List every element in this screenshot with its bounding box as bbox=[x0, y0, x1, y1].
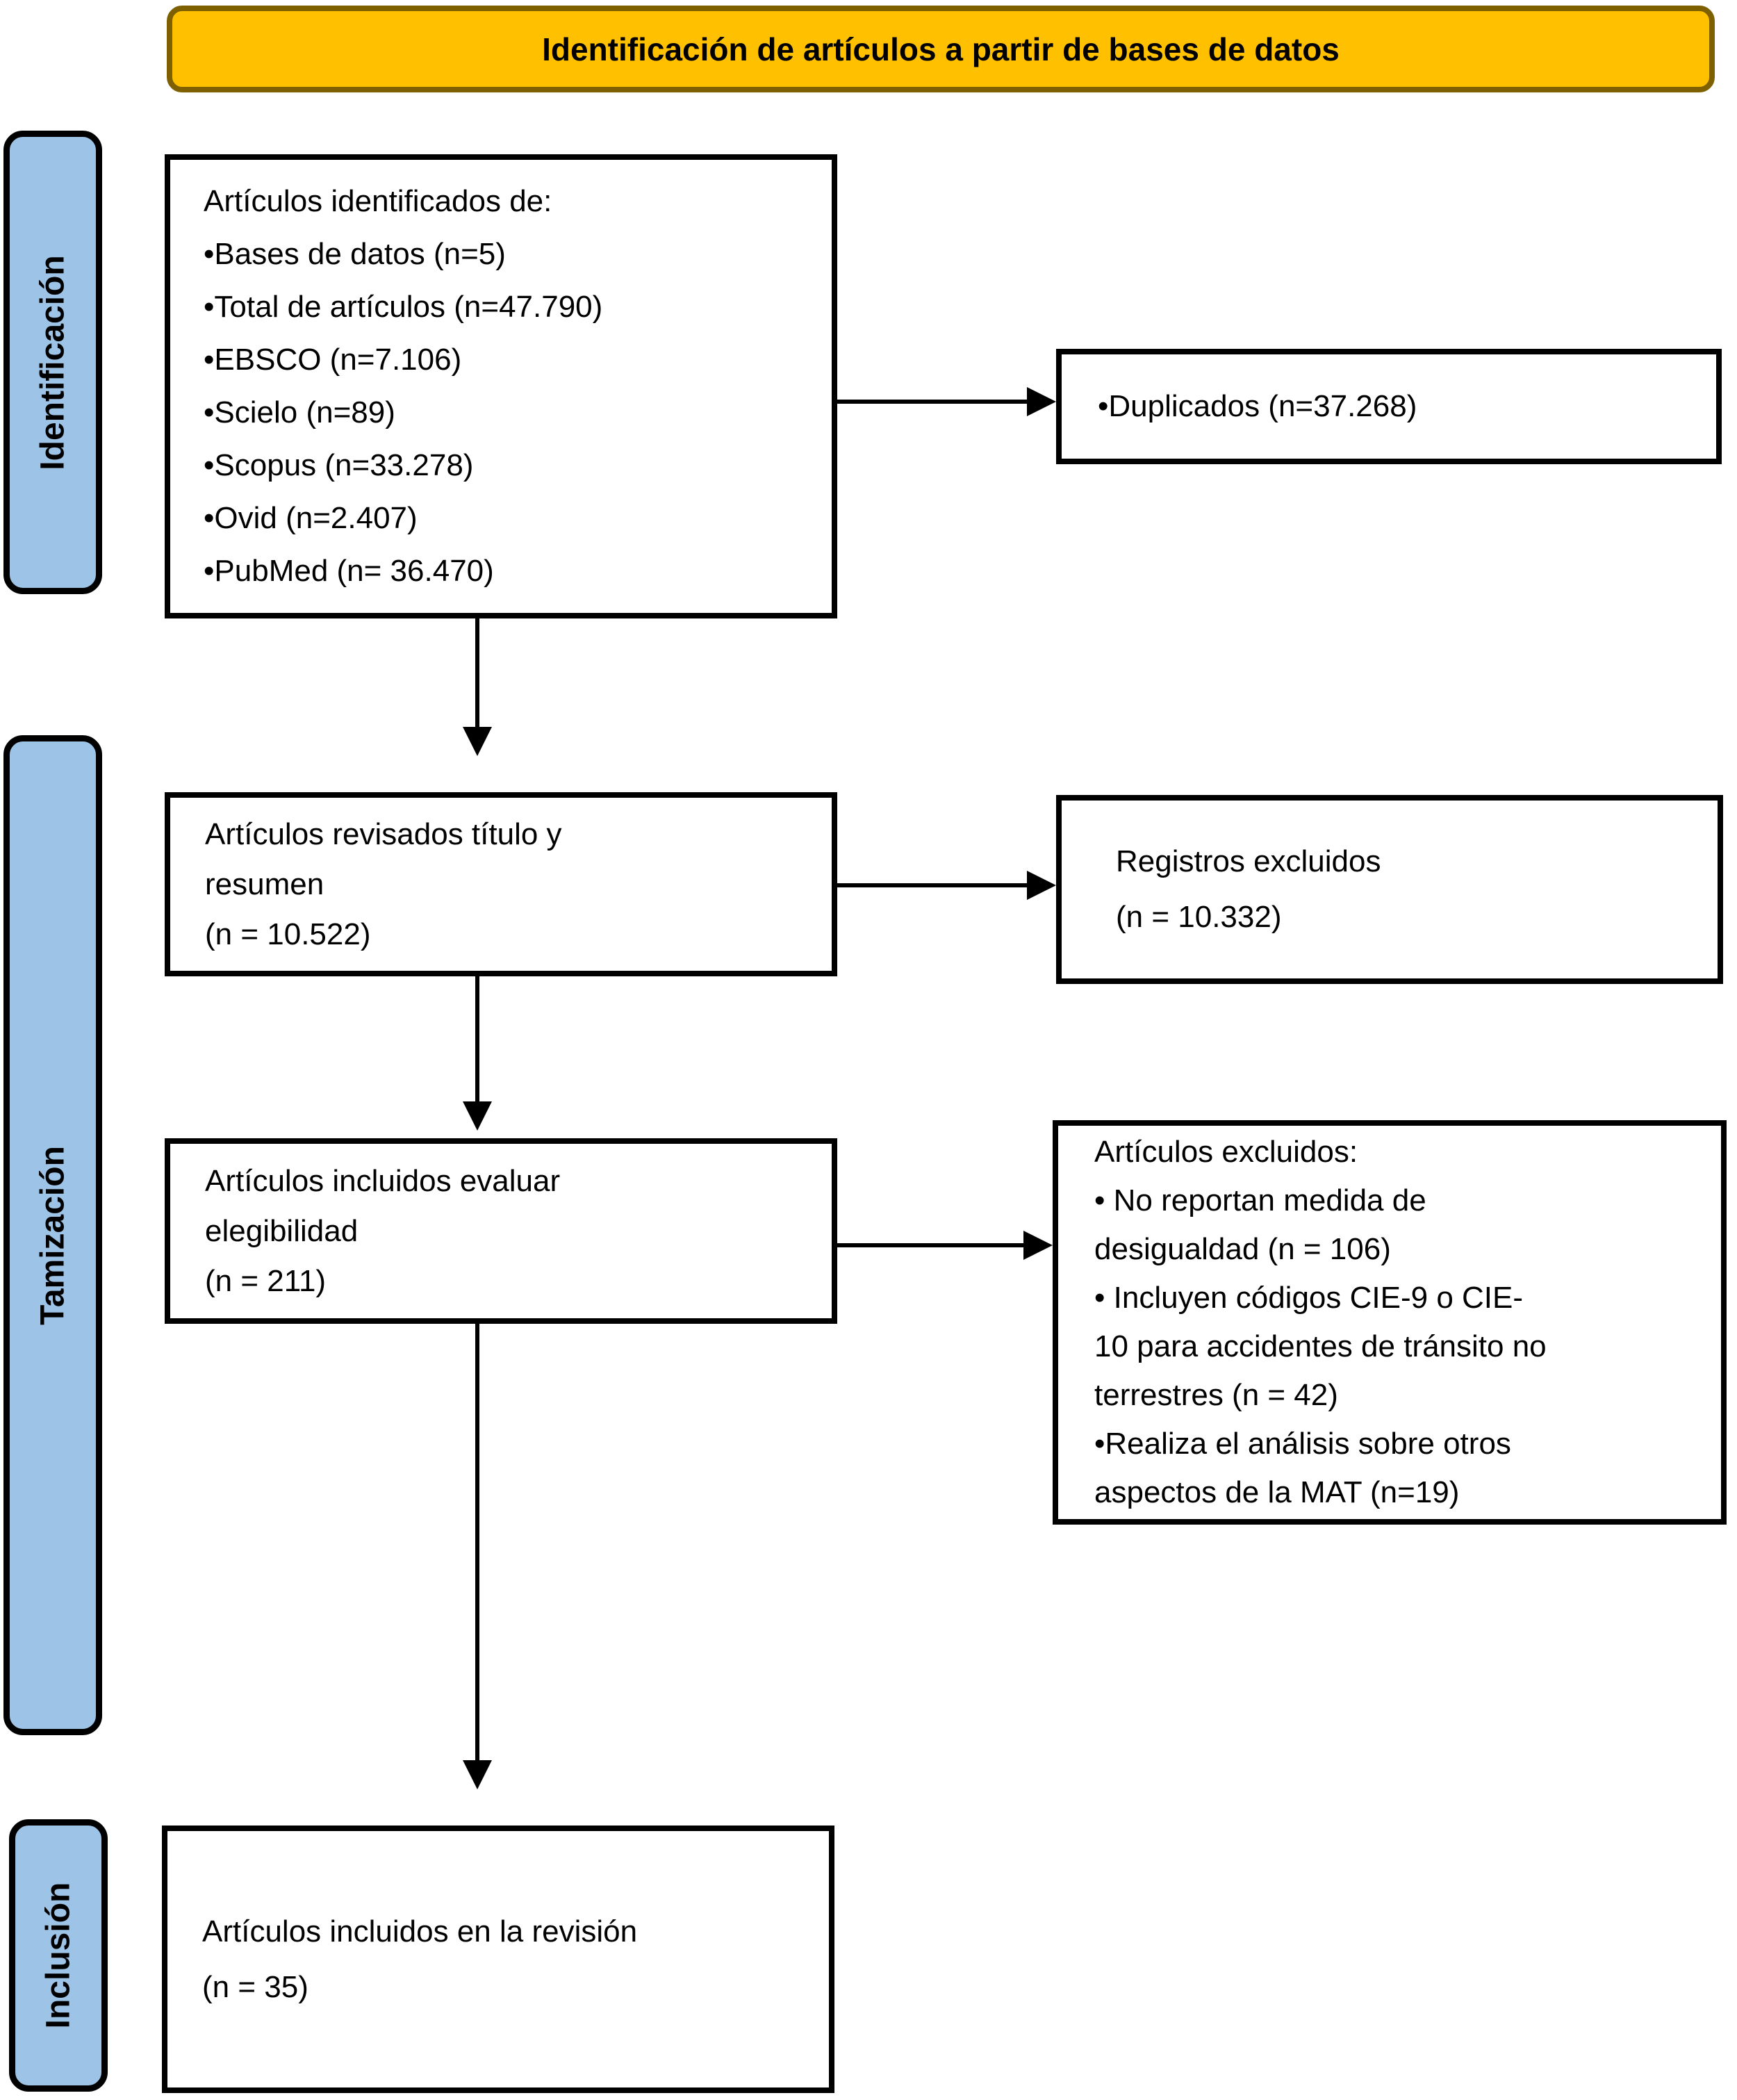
box-identified-line: •Bases de datos (n=5) bbox=[204, 237, 506, 271]
arrow-eligibility-to-included bbox=[463, 1324, 492, 1789]
stage-label-identificacion: Identificación bbox=[3, 131, 102, 594]
box-included-line: Artículos incluidos en la revisión bbox=[202, 1914, 638, 1949]
stage-identificacion-text: Identificación bbox=[34, 254, 72, 470]
box-identified-line: Artículos identificados de: bbox=[204, 184, 552, 218]
diagram-title: Identificación de artículos a partir de … bbox=[542, 31, 1340, 67]
stage-label-inclusion: Inclusión bbox=[9, 1819, 108, 2092]
arrow-identified-to-duplicates bbox=[837, 387, 1056, 416]
box-articles-identified: Artículos identificados de: •Bases de da… bbox=[165, 154, 837, 618]
box-duplicates-line: •Duplicados (n=37.268) bbox=[1098, 389, 1417, 423]
box-included-in-review: Artículos incluidos en la revisión (n = … bbox=[162, 1826, 834, 2093]
diagram-title-banner: Identificación de artículos a partir de … bbox=[167, 6, 1715, 92]
stage-inclusion-text: Inclusión bbox=[40, 1882, 77, 2029]
arrow-identified-to-screened bbox=[463, 618, 492, 756]
arrow-screened-to-records-excluded bbox=[837, 871, 1056, 900]
box-duplicates: •Duplicados (n=37.268) bbox=[1056, 349, 1722, 464]
stage-label-tamizacion: Tamización bbox=[3, 735, 102, 1735]
box-articles-excluded-line: •Realiza el análisis sobre otros bbox=[1094, 1427, 1511, 1461]
box-records-excluded-line: (n = 10.332) bbox=[1116, 900, 1282, 934]
box-screened-line: Artículos revisados título y bbox=[205, 817, 562, 851]
box-identified-line: •Scielo (n=89) bbox=[204, 395, 395, 429]
box-included-line: (n = 35) bbox=[202, 1969, 308, 2004]
box-eligibility-assessment: Artículos incluidos evaluar elegibilidad… bbox=[165, 1138, 837, 1324]
box-identified-line: •PubMed (n= 36.470) bbox=[204, 554, 494, 588]
box-articles-excluded-line: aspectos de la MAT (n=19) bbox=[1094, 1475, 1460, 1509]
box-identified-line: •Total de artículos (n=47.790) bbox=[204, 290, 603, 324]
box-eligibility-line: (n = 211) bbox=[205, 1263, 327, 1298]
box-records-excluded-line: Registros excluidos bbox=[1116, 844, 1381, 878]
stage-tamizacion-text: Tamización bbox=[34, 1145, 72, 1325]
box-title-abstract-screened: Artículos revisados título y resumen (n … bbox=[165, 792, 837, 976]
box-articles-excluded-line: • Incluyen códigos CIE-9 o CIE- bbox=[1094, 1281, 1524, 1315]
box-articles-excluded-line: Artículos excluidos: bbox=[1094, 1135, 1358, 1169]
box-eligibility-line: elegibilidad bbox=[205, 1213, 359, 1248]
box-screened-line: (n = 10.522) bbox=[205, 917, 371, 951]
box-identified-line: •Scopus (n=33.278) bbox=[204, 448, 474, 482]
box-screened-line: resumen bbox=[205, 867, 324, 901]
box-identified-line: •EBSCO (n=7.106) bbox=[204, 343, 462, 377]
arrow-eligibility-to-articles-excluded bbox=[837, 1231, 1053, 1260]
box-identified-line: •Ovid (n=2.407) bbox=[204, 501, 418, 535]
box-articles-excluded-line: • No reportan medida de bbox=[1094, 1183, 1426, 1217]
box-eligibility-line: Artículos incluidos evaluar bbox=[205, 1163, 561, 1198]
box-articles-excluded-line: terrestres (n = 42) bbox=[1094, 1378, 1338, 1412]
box-articles-excluded-line: 10 para accidentes de tránsito no bbox=[1094, 1329, 1547, 1363]
arrow-screened-to-eligibility bbox=[463, 976, 492, 1131]
box-articles-excluded: Artículos excluidos: • No reportan medid… bbox=[1053, 1120, 1727, 1525]
box-records-excluded: Registros excluidos (n = 10.332) bbox=[1056, 795, 1723, 984]
box-articles-excluded-line: desigualdad (n = 106) bbox=[1094, 1232, 1391, 1266]
